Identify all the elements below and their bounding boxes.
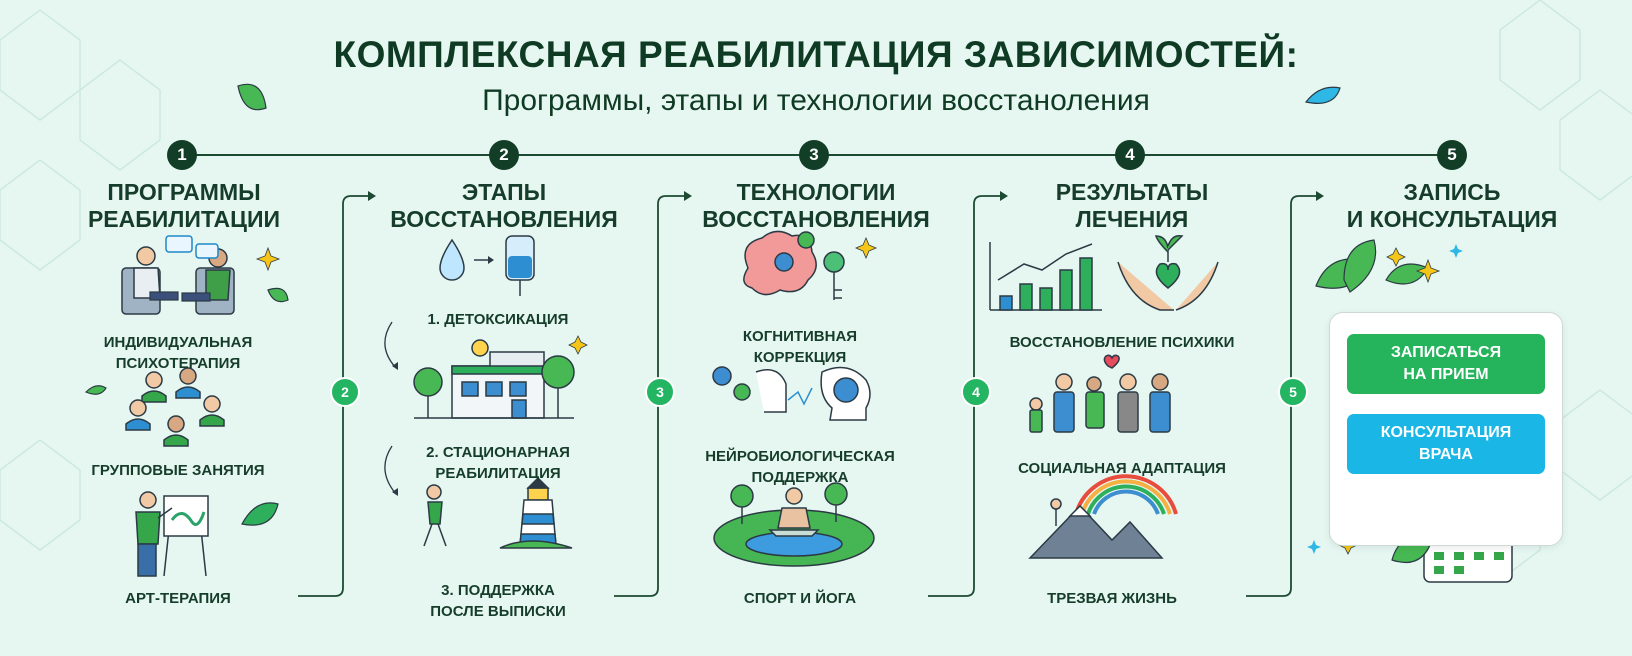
walking-person-icon: [423, 484, 447, 547]
label-line: АРТ-ТЕРАПИЯ: [125, 590, 231, 607]
heading-line: ВОССТАНОВЛЕНИЯ: [390, 206, 618, 232]
group-sessions-icon: [125, 367, 225, 447]
label-line: НЕЙРОБИОЛОГИЧЕСКАЯ: [705, 448, 895, 465]
button-label-line: НА ПРИЕМ: [1403, 366, 1489, 383]
step-badge-1: 1: [167, 140, 197, 170]
item-label-individual-therapy: ИНДИВИДУАЛЬНАЯ ПСИХОТЕРАПИЯ: [58, 332, 298, 374]
iv-bag-icon: [505, 235, 535, 296]
page-title: КОМПЛЕКСНАЯ РЕАБИЛИТАЦИЯ ЗАВИСИМОСТЕЙ:: [333, 34, 1299, 75]
button-label: ЗАПИСАТЬСЯ НА ПРИЕМ: [1391, 342, 1501, 386]
label-line: СОЦИАЛЬНАЯ АДАПТАЦИЯ: [1018, 460, 1226, 477]
therapy-session-icon: [121, 235, 235, 315]
heading-line: ВОССТАНОВЛЕНИЯ: [702, 206, 930, 232]
label-line: ПОСЛЕ ВЫПИСКИ: [430, 603, 566, 620]
connector-badge-3: 3: [645, 377, 675, 407]
label-line: 3. ПОДДЕРЖКА: [441, 582, 555, 599]
item-label-cognitive: КОГНИТИВНАЯ КОРРЕКЦИЯ: [680, 326, 920, 368]
decorative-leaves: [84, 83, 1341, 526]
label-line: КОРРЕКЦИЯ: [753, 349, 847, 366]
item-label-social-adaptation: СОЦИАЛЬНАЯ АДАПТАЦИЯ: [1002, 458, 1242, 479]
button-label-line: ВРАЧА: [1419, 446, 1473, 463]
leaf-icon: [1315, 239, 1429, 293]
doctor-consultation-button[interactable]: КОНСУЛЬТАЦИЯ ВРАЧА: [1347, 414, 1545, 474]
item-label-mental-recovery: ВОССТАНОВЛЕНИЕ ПСИХИКИ: [1002, 332, 1242, 353]
connector-badge-2: 2: [330, 377, 360, 407]
lighthouse-icon: [499, 476, 573, 549]
column-heading-results: РЕЗУЛЬТАТЫ ЛЕЧЕНИЯ: [992, 179, 1272, 233]
item-label-sober-life: ТРЕЗВАЯ ЖИЗНЬ: [992, 588, 1232, 609]
connector-badge-5: 5: [1278, 377, 1308, 407]
button-label-line: ЗАПИСАТЬСЯ: [1390, 344, 1502, 361]
item-label-inpatient: 2. СТАЦИОНАРНАЯ РЕАБИЛИТАЦИЯ: [378, 442, 618, 484]
heading-line: РЕАБИЛИТАЦИИ: [87, 206, 281, 232]
label-line: КОГНИТИВНАЯ: [742, 328, 858, 345]
heading-line: ЭТАПЫ: [461, 179, 547, 205]
step-badge-5: 5: [1437, 140, 1467, 170]
label-line: ВОССТАНОВЛЕНИЕ ПСИХИКИ: [1009, 334, 1235, 351]
heading-line: ЗАПИСЬ: [1403, 179, 1501, 205]
droplet-icon: [439, 238, 465, 281]
page-subtitle: Программы, этапы и технологии восстаноле…: [482, 84, 1150, 117]
heading-line: ТЕХНОЛОГИИ: [736, 179, 896, 205]
key-icon: [823, 251, 845, 300]
mountain-icon: [1028, 498, 1164, 559]
step-badge-3: 3: [799, 140, 829, 170]
step-badge-4: 4: [1115, 140, 1145, 170]
column-heading-stages: ЭТАПЫ ВОССТАНОВЛЕНИЯ: [364, 179, 644, 233]
heading-line: ЛЕЧЕНИЯ: [1075, 206, 1189, 232]
label-line: СПОРТ И ЙОГА: [743, 590, 857, 607]
yoga-icon: [713, 482, 875, 567]
clinic-building-icon: [413, 339, 575, 419]
brain-gears-icon: [743, 230, 817, 296]
heading-line: РЕЗУЛЬТАТЫ: [1055, 179, 1209, 205]
label-line: ПСИХОТЕРАПИЯ: [115, 355, 241, 372]
label-line: РЕАБИЛИТАЦИЯ: [435, 465, 561, 482]
item-label-group-sessions: ГРУППОВЫЕ ЗАНЯТИЯ: [58, 460, 298, 481]
item-label-art-therapy: АРТ-ТЕРАПИЯ: [58, 588, 298, 609]
button-label-line: КОНСУЛЬТАЦИЯ: [1380, 424, 1512, 441]
label-line: 1. ДЕТОКСИКАЦИЯ: [427, 311, 569, 328]
book-appointment-button[interactable]: ЗАПИСАТЬСЯ НА ПРИЕМ: [1347, 334, 1545, 394]
label-line: 2. СТАЦИОНАРНАЯ: [426, 444, 570, 461]
item-label-aftercare: 3. ПОДДЕРЖКА ПОСЛЕ ВЫПИСКИ: [378, 580, 618, 622]
item-label-detox: 1. ДЕТОКСИКАЦИЯ: [378, 309, 618, 330]
family-icon: [1029, 354, 1171, 433]
growth-chart-icon: [989, 242, 1102, 311]
neuro-support-icon: [712, 366, 871, 421]
label-line: ГРУППОВЫЕ ЗАНЯТИЯ: [91, 462, 265, 479]
label-line: ТРЕЗВАЯ ЖИЗНЬ: [1047, 590, 1177, 607]
column-heading-programs: ПРОГРАММЫ РЕАБИЛИТАЦИИ: [44, 179, 324, 233]
button-label: КОНСУЛЬТАЦИЯ ВРАЧА: [1381, 422, 1512, 466]
art-therapy-icon: [135, 491, 209, 577]
connector-badge-4: 4: [961, 377, 991, 407]
label-line: ИНДИВИДУАЛЬНАЯ: [103, 334, 253, 351]
item-label-sport-yoga: СПОРТ И ЙОГА: [680, 588, 920, 609]
heading-line: И КОНСУЛЬТАЦИЯ: [1346, 206, 1558, 232]
column-heading-technologies: ТЕХНОЛОГИИ ВОССТАНОВЛЕНИЯ: [676, 179, 956, 233]
heading-line: ПРОГРАММЫ: [107, 179, 261, 205]
item-label-neurobiological: НЕЙРОБИОЛОГИЧЕСКАЯ ПОДДЕРЖКА: [680, 446, 920, 488]
rainbow-icon: [1074, 474, 1178, 515]
step-badge-2: 2: [489, 140, 519, 170]
label-line: ПОДДЕРЖКА: [751, 469, 849, 486]
column-heading-booking: ЗАПИСЬ И КОНСУЛЬТАЦИЯ: [1312, 179, 1592, 233]
hands-heart-icon: [1117, 234, 1219, 311]
